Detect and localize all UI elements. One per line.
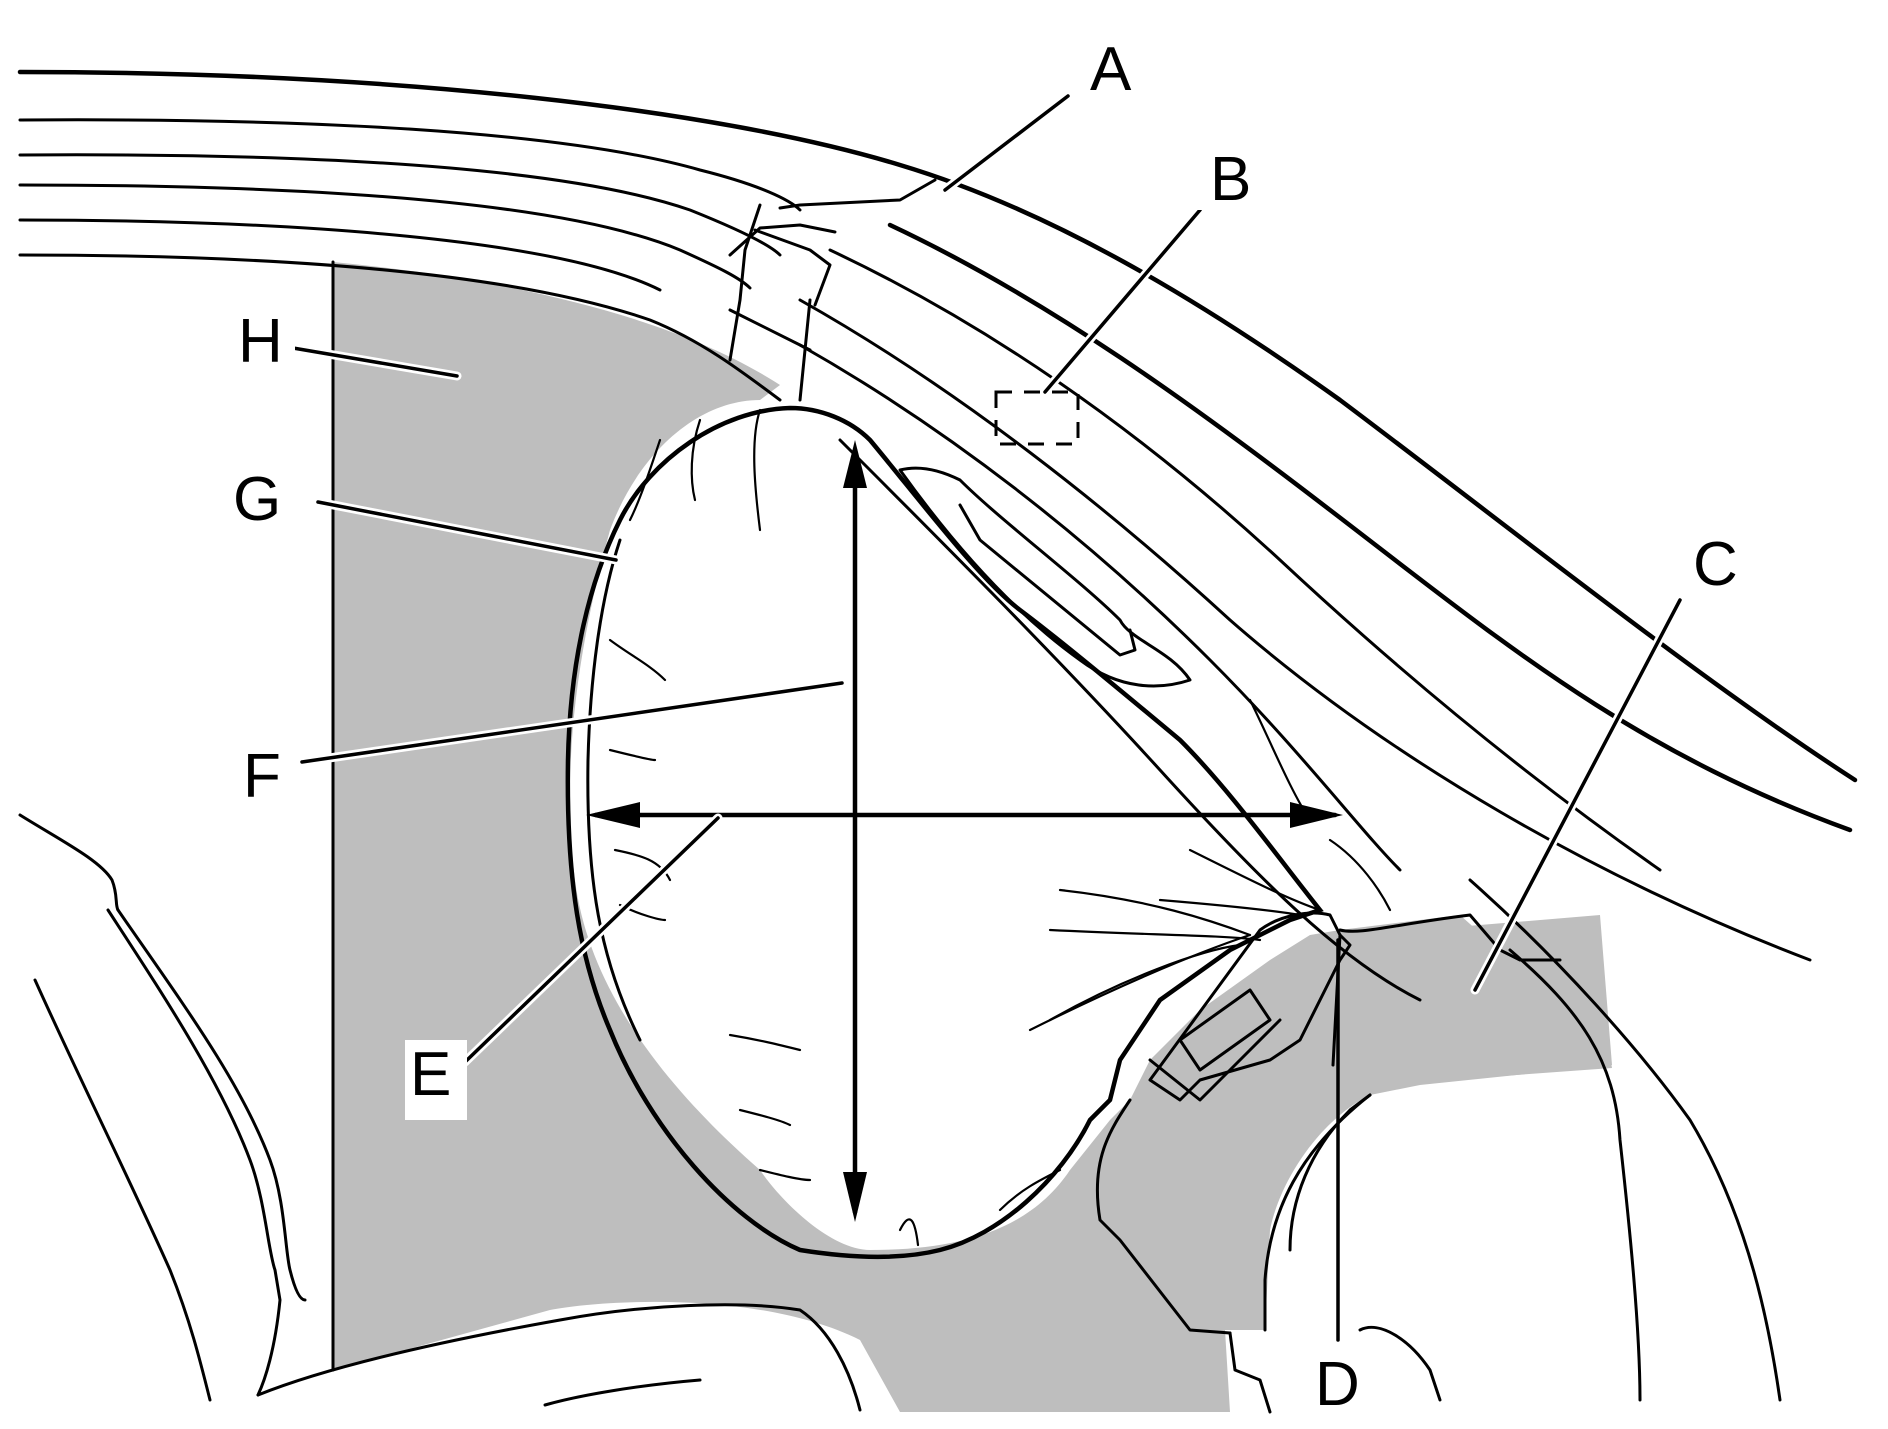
arrowhead-down: [843, 1172, 867, 1222]
callout-h: H: [238, 307, 283, 376]
callout-a: A: [1090, 35, 1132, 104]
callout-labels: A B C D E F G H: [230, 30, 1755, 1419]
callout-g: G: [233, 465, 281, 534]
callout-d: D: [1315, 1350, 1360, 1419]
seat-and-door: [18, 260, 862, 1412]
instrument-panel-shapes: [1095, 911, 1562, 1414]
callout-b: B: [1210, 145, 1251, 214]
callout-c: C: [1693, 530, 1738, 599]
arrowhead-right: [1290, 802, 1343, 828]
pillar-trim-panel: [333, 262, 1612, 1412]
deployed-airbag: [565, 405, 1392, 1259]
arrowhead-left: [586, 802, 640, 828]
sensor-location-box: [994, 390, 1080, 446]
callout-e: E: [410, 1040, 451, 1109]
arrowhead-up: [843, 440, 867, 488]
pillar-grab-handle: [898, 466, 1192, 688]
callout-leader-lines: [288, 91, 1685, 1342]
roof-headliner-lines: [17, 69, 1858, 1402]
callout-f: F: [243, 742, 281, 811]
